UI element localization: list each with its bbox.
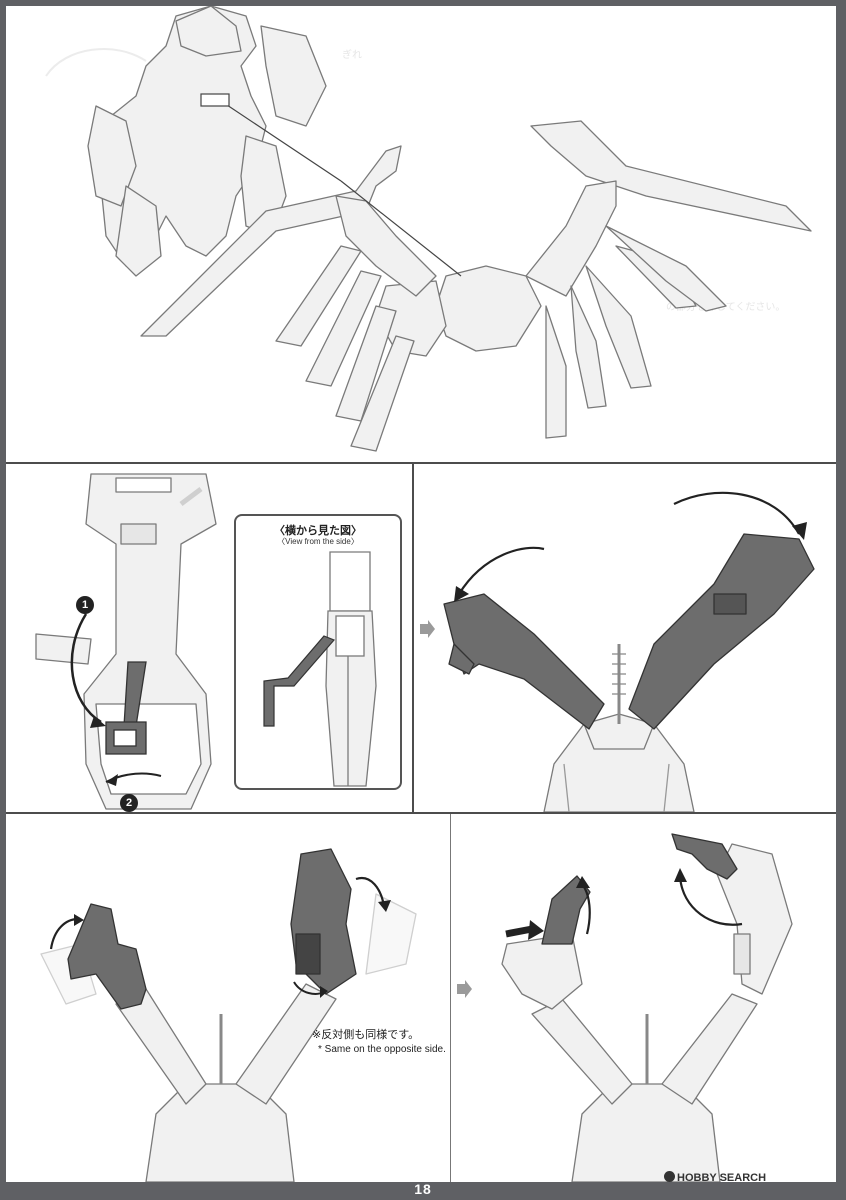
watermark: HOBBY SEARCH xyxy=(664,1171,766,1184)
pincers-open-illustration xyxy=(443,491,815,812)
panel-top-wing-assembly xyxy=(6,6,836,462)
teeth-open-illustration xyxy=(501,833,793,1182)
instruction-sheet: ぎれ の部分を外してください。 xyxy=(6,6,836,1184)
step-badge-1: 1 xyxy=(76,596,94,614)
side-view-illustration xyxy=(263,551,377,787)
opposite-side-note: ※反対側も同様です。 * Same on the opposite side. xyxy=(312,1026,482,1056)
ghost-text-2: の部分を外してください。 xyxy=(666,302,786,313)
page-number: 18 xyxy=(414,1181,432,1197)
divider-horizontal-2 xyxy=(6,812,836,814)
side-view-title-jp: 〈横から見た図〉 xyxy=(274,525,362,537)
panel-bottom-right-teeth-open xyxy=(452,814,836,1182)
next-step-arrow-icon xyxy=(420,620,435,638)
wing-assembly-illustration xyxy=(45,6,812,452)
side-view-title-en: 〈View from the side〉 xyxy=(277,537,359,546)
divider-horizontal-1 xyxy=(6,462,836,464)
panel-middle-right-pincers xyxy=(414,464,836,812)
jaw-rotate-illustration xyxy=(40,848,417,1182)
step-badge-2: 2 xyxy=(120,794,138,812)
note-en: * Same on the opposite side. xyxy=(318,1044,446,1055)
ghost-text-1: ぎれ xyxy=(342,50,362,61)
side-view-inset: 〈横から見た図〉 〈View from the side〉 xyxy=(234,514,402,790)
divider-vertical-1 xyxy=(412,464,414,812)
handle-fold-illustration xyxy=(35,473,217,810)
divider-vertical-2 xyxy=(450,814,451,1182)
note-jp: ※反対側も同様です。 xyxy=(312,1029,420,1041)
panel-bottom-left-jaw-rotate xyxy=(6,814,450,1182)
panel-middle-left-handle-step: 1 2 xyxy=(6,464,412,812)
next-step-arrow-icon-2 xyxy=(457,980,472,998)
watermark-text: HOBBY SEARCH xyxy=(677,1172,767,1184)
watermark-logo-icon xyxy=(664,1171,675,1182)
